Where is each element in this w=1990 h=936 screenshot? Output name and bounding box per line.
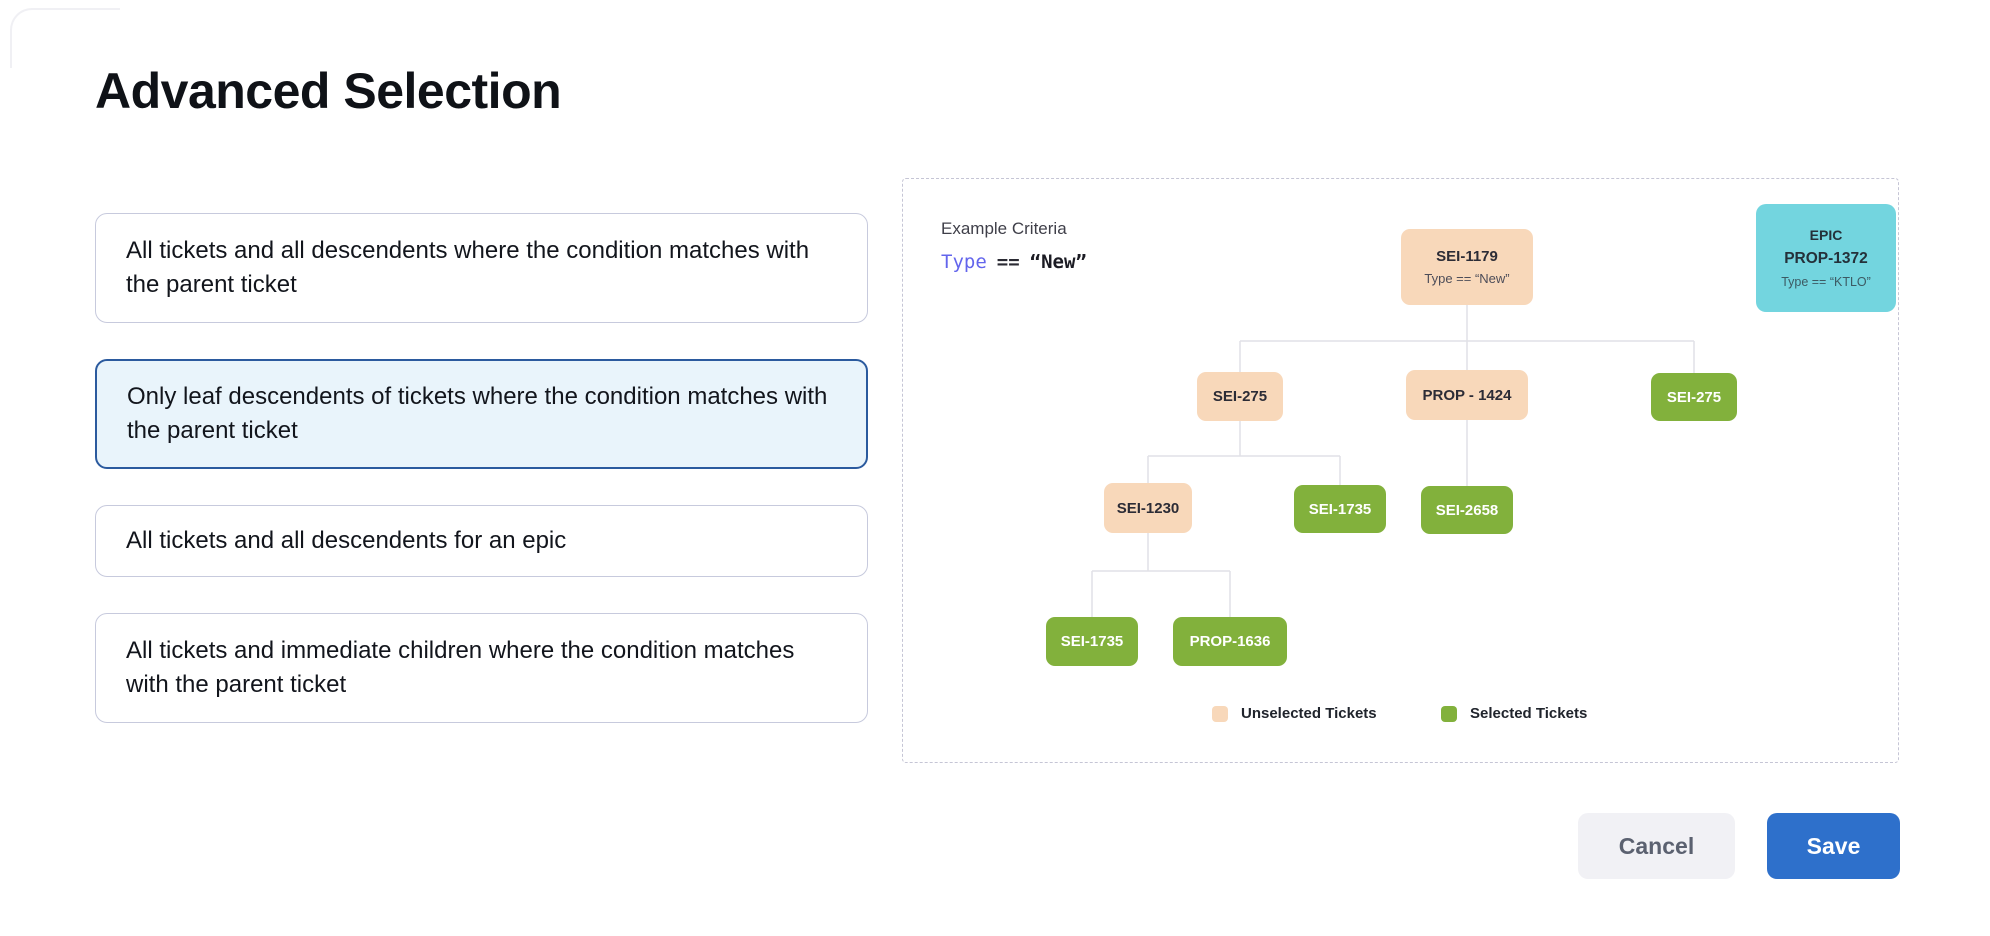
tree-node-sei-2658: SEI-2658 <box>1421 486 1513 534</box>
legend-swatch-selected <box>1441 705 1457 722</box>
epic-tag: EPIC <box>1809 227 1843 243</box>
tree-node-label: PROP - 1424 <box>1422 386 1512 404</box>
tree-node-label: SEI-2658 <box>1435 501 1499 519</box>
option-card-label: All tickets and immediate children where… <box>126 637 795 698</box>
tree-node-label: SEI-1735 <box>1060 633 1124 650</box>
tree-node-label: SEI-275 <box>1212 388 1268 405</box>
legend-label: Unselected Tickets <box>1241 705 1377 722</box>
tree-node-label: SEI-275 <box>1666 388 1722 406</box>
tree-node-condition: Type == “New” <box>1424 271 1510 286</box>
tree-node-label: PROP-1636 <box>1189 633 1271 650</box>
save-button[interactable]: Save <box>1767 813 1900 879</box>
tree-node-sei-275-a: SEI-275 <box>1197 372 1283 421</box>
example-criteria-heading: Example Criteria <box>941 219 1067 238</box>
example-criteria-expression: Type == “New” <box>941 251 1087 273</box>
tree-node-prop-1636: PROP-1636 <box>1173 617 1287 666</box>
tree-node-sei-1735-a: SEI-1735 <box>1294 485 1386 533</box>
option-card-label: All tickets and all descendents for an e… <box>126 527 567 554</box>
epic-condition: Type == “KTLO” <box>1781 275 1871 289</box>
cancel-button[interactable]: Cancel <box>1578 813 1735 879</box>
legend-item-selected: Selected Tickets <box>1441 705 1587 722</box>
tree-node-label: SEI-1230 <box>1116 499 1180 517</box>
tree-node-sei-1230: SEI-1230 <box>1104 483 1192 533</box>
option-card-label: Only leaf descendents of tickets where t… <box>127 383 828 444</box>
tree-node-sei-1735-b: SEI-1735 <box>1046 617 1138 666</box>
epic-id: PROP-1372 <box>1784 250 1868 267</box>
option-card-label: All tickets and all descendents where th… <box>126 237 810 298</box>
option-card-1[interactable]: All tickets and all descendents where th… <box>95 213 868 323</box>
epic-card: EPIC PROP-1372 Type == “KTLO” <box>1756 204 1896 312</box>
modal-rounded-corner <box>10 8 120 68</box>
tree-node-sei-275-b: SEI-275 <box>1651 373 1737 421</box>
page-title: Advanced Selection <box>95 63 562 119</box>
legend-label: Selected Tickets <box>1470 705 1588 722</box>
criteria-value: “New” <box>1029 251 1087 273</box>
tree-node-prop-1424: PROP - 1424 <box>1406 370 1528 420</box>
option-card-4[interactable]: All tickets and immediate children where… <box>95 613 868 723</box>
tree-node-label: SEI-1179 <box>1436 248 1498 265</box>
tree-connector-lines <box>1091 305 1695 617</box>
example-panel: Example Criteria Type == “New” EPIC PROP-1… <box>902 178 1899 763</box>
tree-node-label: SEI-1735 <box>1308 500 1372 518</box>
legend-item-unselected: Unselected Tickets <box>1212 705 1377 722</box>
criteria-field: Type <box>941 251 987 273</box>
option-card-2[interactable]: Only leaf descendents of tickets where t… <box>95 359 868 469</box>
option-card-3[interactable]: All tickets and all descendents for an e… <box>95 505 868 577</box>
criteria-operator: == <box>996 251 1020 273</box>
legend-swatch-unselected <box>1212 705 1228 722</box>
